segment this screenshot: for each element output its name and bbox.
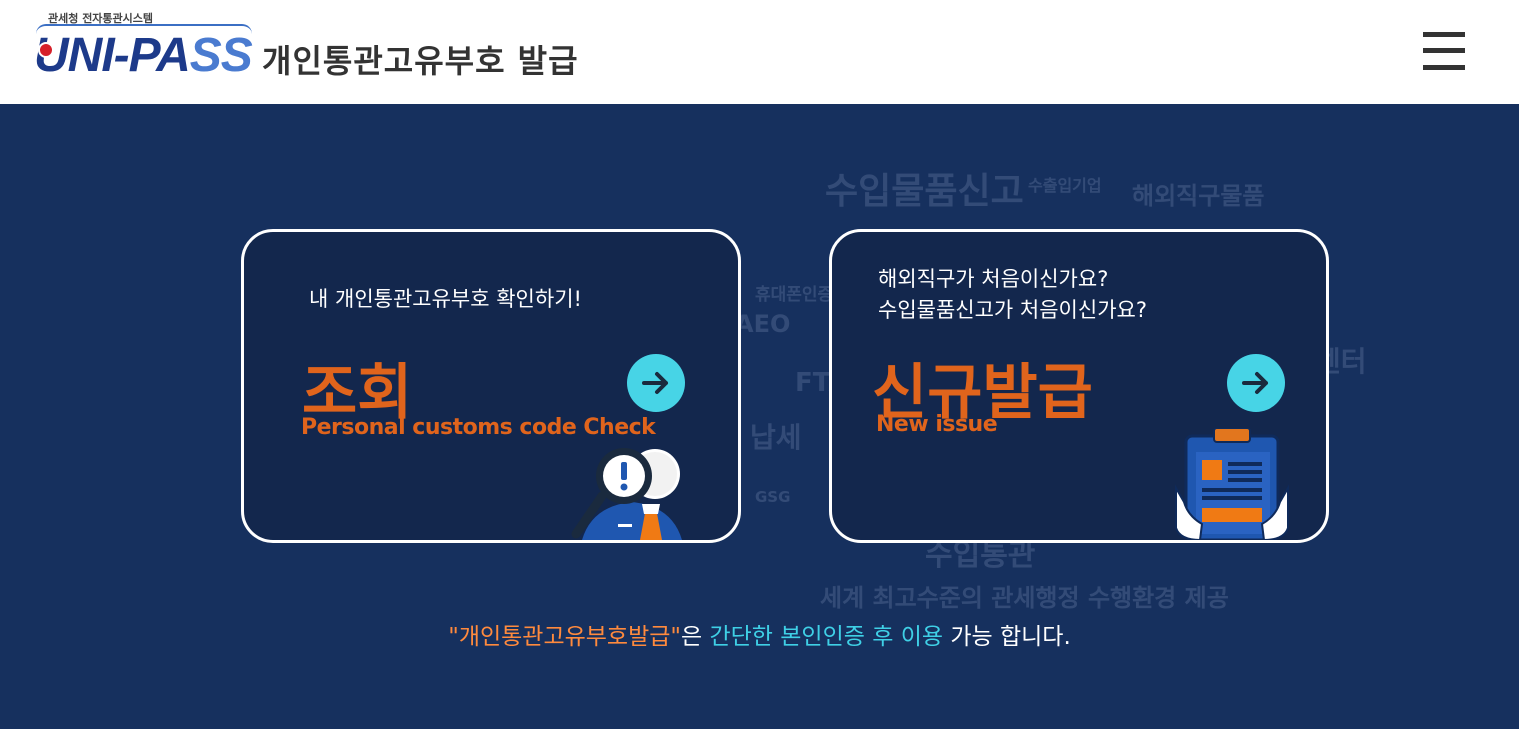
page-title: 개인통관고유부호 발급 (262, 42, 579, 80)
logo-wordmark: UNI-PASS (34, 28, 253, 84)
new-issue-card-subtitle-line1: 해외직구가 처음이신가요? (878, 267, 1109, 291)
logo-subtitle: 관세청 전자통관시스템 (48, 12, 154, 25)
lookup-arrow-button[interactable] (627, 354, 685, 412)
menu-bar-icon (1423, 65, 1465, 70)
footer-notice: "개인통관고유부호발급"은 간단한 본인인증 후 이용 가능 합니다. (0, 617, 1519, 651)
clipboard-document-icon (1175, 428, 1289, 540)
arrow-right-icon (642, 372, 668, 394)
logo-dot (38, 42, 54, 58)
new-issue-card-subtitle-en: New issue (876, 412, 998, 437)
logo-wordmark-tail: SS (189, 29, 253, 82)
header: 관세청 전자통관시스템 UNI-PASS 개인통관고유부호 발급 (0, 0, 1519, 104)
new-issue-card-title: 신규발급 (872, 358, 1093, 428)
menu-bar-icon (1423, 48, 1465, 53)
footer-notice-end: 가능 합니다. (943, 624, 1071, 650)
footer-notice-connector: 은 (681, 624, 710, 650)
search-person-icon (571, 448, 682, 540)
menu-bar-icon (1423, 32, 1465, 37)
bg-word: 휴대폰인증 (755, 285, 834, 305)
bg-word: 납세 (750, 421, 802, 454)
hamburger-menu-button[interactable] (1423, 32, 1465, 72)
uni-pass-logo[interactable]: 관세청 전자통관시스템 UNI-PASS (34, 8, 256, 86)
footer-notice-highlight: 간단한 본인인증 후 이용 (709, 624, 944, 650)
new-issue-arrow-button[interactable] (1227, 354, 1285, 412)
bg-word: 해외직구물품 (1132, 182, 1265, 210)
bg-word: 수입물품신고 (825, 171, 1024, 212)
logo-wordmark-main: UNI-PA (34, 29, 191, 82)
lookup-card-title: 조회 (302, 358, 413, 428)
bg-word: GSG (755, 488, 791, 506)
lookup-card[interactable]: 내 개인통관고유부호 확인하기! 조회 Personal customs cod… (241, 229, 741, 543)
new-issue-card-subtitle-line2: 수입물품신고가 처음이신가요? (878, 298, 1147, 322)
lookup-card-subtitle-en: Personal customs code Check (301, 415, 656, 440)
logo-swoosh (36, 24, 252, 34)
bg-word: AEO (735, 310, 791, 338)
arrow-right-icon (1242, 372, 1268, 394)
new-issue-card[interactable]: 해외직구가 처음이신가요? 수입물품신고가 처음이신가요? 신규발급 New i… (829, 229, 1329, 543)
bg-word: 수출입기업 (1028, 176, 1102, 195)
bg-word: 세계 최고수준의 관세행정 수행환경 제공 (820, 584, 1229, 612)
footer-notice-service: "개인통관고유부호발급" (448, 624, 681, 650)
lookup-card-subtitle: 내 개인통관고유부호 확인하기! (309, 287, 582, 311)
